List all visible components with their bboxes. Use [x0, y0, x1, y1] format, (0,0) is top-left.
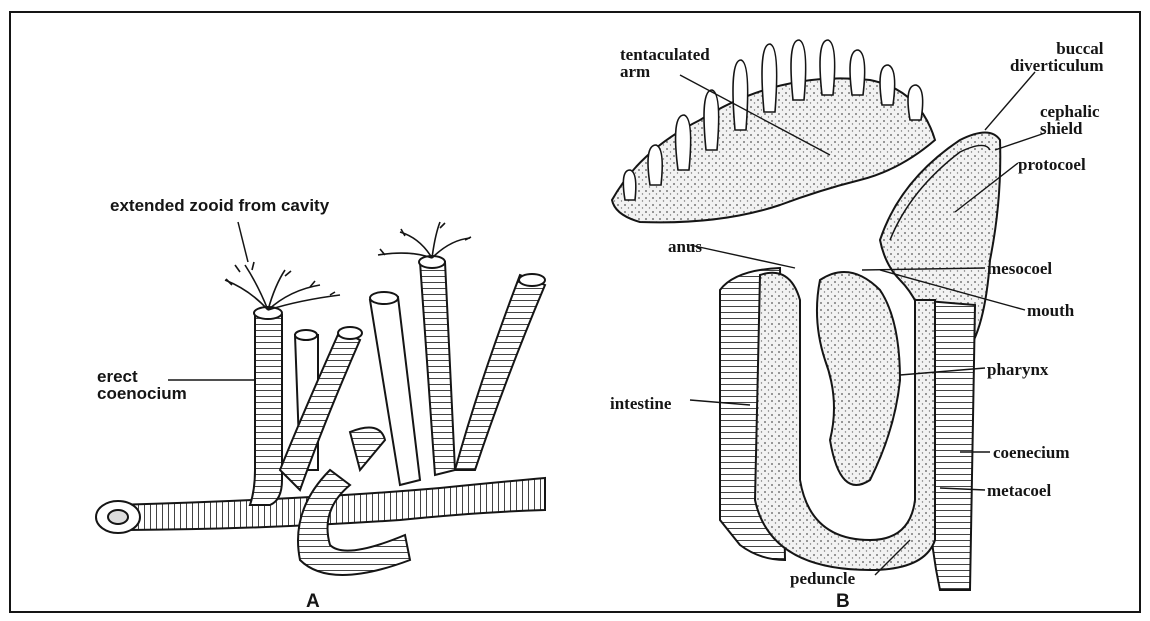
erect-tube-right: [420, 262, 455, 475]
label-tentaculated-line1: tentaculated: [620, 46, 710, 63]
label-erect-line2: coenocium: [97, 385, 187, 402]
label-buccal-line2: diverticulum: [1010, 57, 1104, 74]
erect-tube-left: [250, 315, 282, 505]
label-coenecium: coenecium: [993, 444, 1069, 461]
zooid-left: [225, 262, 340, 310]
white-tube-centre: [370, 297, 420, 485]
label-cephalic-line1: cephalic: [1040, 103, 1100, 120]
label-cephalic-shield: cephalic shield: [1040, 103, 1100, 137]
label-buccal-diverticulum: buccal diverticulum: [1010, 40, 1104, 74]
short-tube: [350, 428, 385, 471]
label-cephalic-line2: shield: [1040, 120, 1100, 137]
label-mesocoel: mesocoel: [987, 260, 1052, 277]
stolon-tip-inner: [108, 510, 128, 524]
label-intestine: intestine: [610, 395, 671, 412]
leader-extended-zooid: [238, 222, 248, 262]
label-tentaculated-arm: tentaculated arm: [620, 46, 710, 80]
zooid-right: [378, 222, 471, 258]
caption-b: B: [836, 592, 850, 611]
label-anus: anus: [668, 238, 702, 255]
label-protocoel: protocoel: [1018, 156, 1086, 173]
label-pharynx: pharynx: [987, 361, 1048, 378]
label-erect-line1: erect: [97, 368, 187, 385]
label-tentaculated-line2: arm: [620, 63, 710, 80]
diagonal-tube: [280, 330, 360, 490]
label-peduncle: peduncle: [790, 570, 855, 587]
pharynx: [817, 272, 900, 485]
label-buccal-line1: buccal: [1010, 40, 1104, 57]
caption-a: A: [306, 592, 320, 611]
label-extended-zooid: extended zooid from cavity: [110, 197, 329, 214]
figure-b-drawing: [612, 40, 1045, 590]
tall-diagonal-tube: [455, 275, 545, 470]
label-erect-coenocium: erect coenocium: [97, 368, 187, 402]
label-metacoel: metacoel: [987, 482, 1051, 499]
label-mouth: mouth: [1027, 302, 1074, 319]
